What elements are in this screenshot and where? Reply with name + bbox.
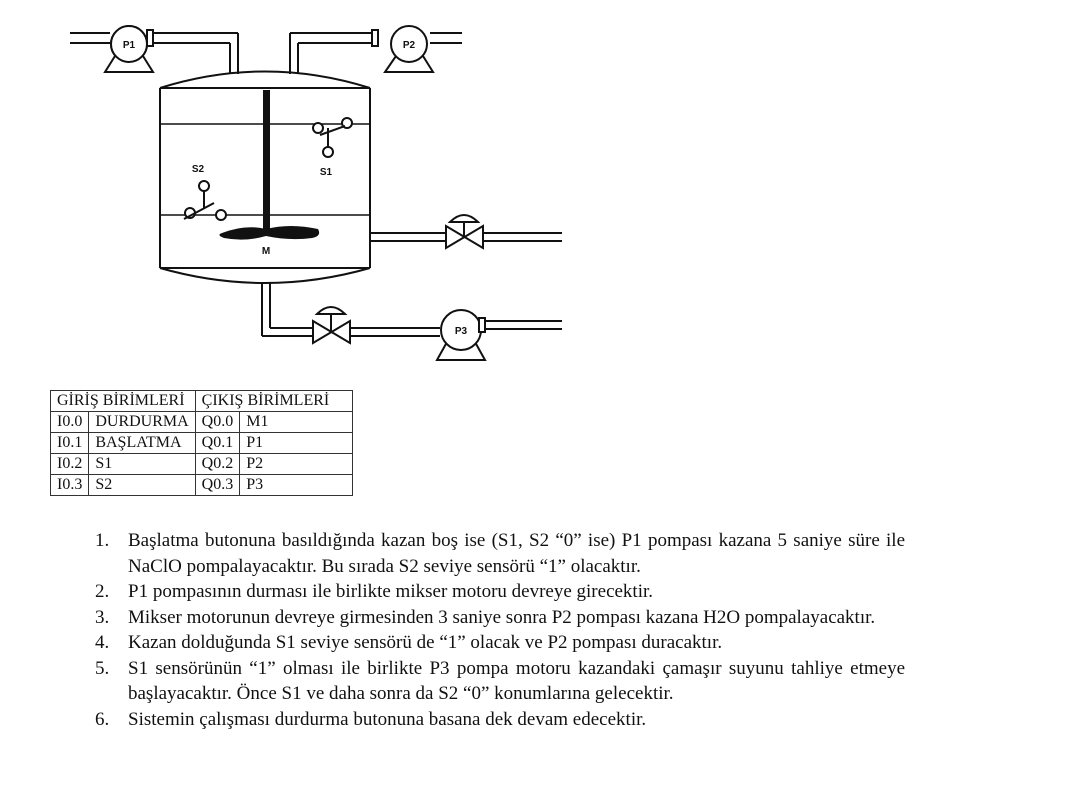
side-outlet-valve [445,214,484,250]
output-address: Q0.3 [194,474,241,496]
output-address: Q0.0 [194,411,241,433]
side-outlet-pipe [370,232,562,242]
output-name: P1 [239,432,354,454]
item-number: 1. [95,530,110,551]
sensor-s1-switch [312,117,353,158]
item-text: Sistemin çalışması durdurma butonuna bas… [128,708,647,730]
input-address: I0.3 [49,474,90,496]
input-name: DURDURMA [88,411,196,433]
list-item: 3. Mikser motorunun devreye girmesinden … [95,605,905,631]
pump-p2-label: P2 [403,40,416,51]
sensor-s2-label: S2 [192,164,205,175]
table-row: I0.3 S2 Q0.3 P3 [49,474,354,496]
table-header-row: GİRİŞ BİRİMLERİ ÇIKIŞ BİRİMLERİ [50,390,354,412]
item-number: 4. [95,632,110,653]
instruction-list: 1. Başlatma butonuna basıldığında kazan … [95,528,905,732]
input-name: BAŞLATMA [88,432,196,454]
io-assignment-table: GİRİŞ BİRİMLERİ ÇIKIŞ BİRİMLERİ I0.0 DUR… [49,390,354,496]
item-number: 6. [95,708,110,730]
inputs-header: GİRİŞ BİRİMLERİ [50,390,196,412]
list-item: 5. S1 sensörünün “1” olması ile birlikte… [95,656,905,707]
p1-inlet-pipe [70,32,239,74]
outputs-header: ÇIKIŞ BİRİMLERİ [194,390,354,412]
input-address: I0.0 [49,411,90,433]
mixer-label: M [262,246,270,257]
table-row: I0.2 S1 Q0.2 P2 [49,453,354,475]
list-item: 4. Kazan dolduğunda S1 seviye sensörü de… [95,630,905,656]
list-item: 1. Başlatma butonuna basıldığında kazan … [95,528,905,579]
input-name: S2 [88,474,196,496]
item-text: P1 pompasının durması ile birlikte mikse… [128,581,654,602]
list-item: 2. P1 pompasının durması ile birlikte mi… [95,579,905,605]
output-name: M1 [239,411,354,433]
output-name: P3 [239,474,354,496]
mixer [219,90,320,240]
item-number: 2. [95,581,110,602]
drain-valve [312,306,351,345]
pump-p1 [103,25,155,73]
list-item: 6. Sistemin çalışması durdurma butonuna … [95,707,905,733]
output-address: Q0.1 [194,432,241,454]
output-name: P2 [239,453,354,475]
sensor-s2-switch [183,180,227,221]
item-number: 5. [95,657,110,679]
table-row: I0.0 DURDURMA Q0.0 M1 [49,411,354,433]
p2-inlet-pipe [289,32,462,74]
output-address: Q0.2 [194,453,241,475]
drain-pipe [261,282,562,337]
input-name: S1 [88,453,196,475]
item-text: Mikser motorunun devreye girmesinden 3 s… [128,606,876,628]
tank-process-diagram: P1 P2 P3 S1 S2 M [70,25,562,361]
sensor-s1-label: S1 [320,167,333,178]
pump-p1-label: P1 [123,40,136,51]
item-text: Kazan dolduğunda S1 seviye sensörü de “1… [128,632,723,653]
item-number: 3. [95,606,110,628]
item-text: S1 sensörünün “1” olması ile birlikte P3… [128,657,905,705]
pump-p3 [435,309,487,361]
item-text: Başlatma butonuna basıldığında kazan boş… [128,530,905,577]
input-address: I0.1 [49,432,90,454]
pump-p2 [371,25,435,73]
input-address: I0.2 [49,453,90,475]
pump-p3-label: P3 [455,326,468,337]
table-row: I0.1 BAŞLATMA Q0.1 P1 [49,432,354,454]
